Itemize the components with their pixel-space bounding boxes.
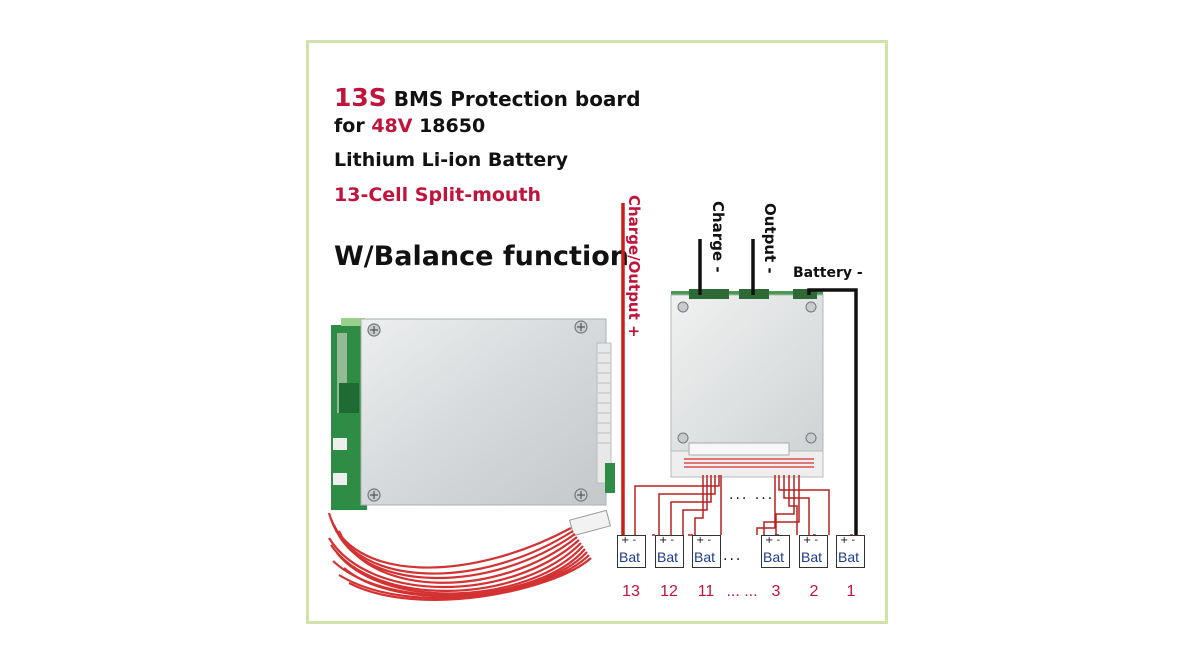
cells-ellipsis: ...: [723, 548, 743, 564]
battery-minus-label: Battery -: [793, 265, 863, 281]
title-line-2-prefix: for: [334, 115, 372, 137]
balance-wires-ellipsis: ... ...: [729, 487, 775, 503]
title-line-1: 13S BMS Protection board: [334, 83, 641, 112]
cell-number-3: 3: [771, 583, 781, 600]
battery-cell-2: + -Bat: [799, 535, 828, 568]
balance-wire-bundle: [327, 512, 592, 601]
negative-leads: [698, 239, 858, 535]
cell-label: Bat: [838, 549, 860, 565]
title-line-1-text: BMS Protection board: [386, 87, 641, 111]
battery-cell-12: + -Bat: [655, 535, 684, 568]
cell-label: Bat: [801, 549, 823, 565]
voltage-label: 48V: [371, 115, 413, 137]
heatsink-plate: [360, 318, 607, 506]
balance-connector: [568, 509, 612, 537]
battery-cell-3: + -Bat: [761, 535, 790, 568]
charge-minus-label: Charge -: [709, 201, 727, 273]
title-line-2-rest: 18650: [412, 115, 486, 137]
cell-number-ellipsis: ... ...: [726, 583, 758, 600]
title-line-4: 13-Cell Split-mouth: [334, 184, 542, 206]
cell-label: Bat: [763, 549, 785, 565]
balance-function-label: W/Balance function: [334, 241, 629, 272]
bms-board-photo: [327, 318, 615, 601]
cell-label: Bat: [657, 549, 679, 565]
cell-number-12: 12: [660, 583, 678, 600]
battery-cell-11: + -Bat: [692, 535, 721, 568]
title-line-2: for 48V 18650: [334, 115, 485, 137]
title-line-3: Lithium Li-ion Battery: [334, 149, 569, 171]
cell-number-1: 1: [846, 583, 856, 600]
cell-number-13: 13: [622, 583, 640, 600]
series-count: 13S: [334, 83, 387, 112]
cell-number-11: 11: [697, 583, 715, 600]
battery-cell-13: + -Bat: [617, 535, 646, 568]
output-minus-label: Output -: [761, 203, 779, 274]
cell-number-2: 2: [809, 583, 819, 600]
balance-wires: [634, 475, 830, 535]
bms-diagram-graphics: [327, 203, 858, 601]
wiring-board-plate: [670, 294, 824, 454]
battery-cell-1: + -Bat: [836, 535, 865, 568]
charge-output-plus-label: Charge/Output +: [625, 195, 643, 338]
cell-label: Bat: [619, 549, 641, 565]
product-image-frame: 13S BMS Protection board for 48V 18650 L…: [306, 40, 888, 624]
wiring-board: [670, 289, 824, 478]
cell-label: Bat: [694, 549, 716, 565]
